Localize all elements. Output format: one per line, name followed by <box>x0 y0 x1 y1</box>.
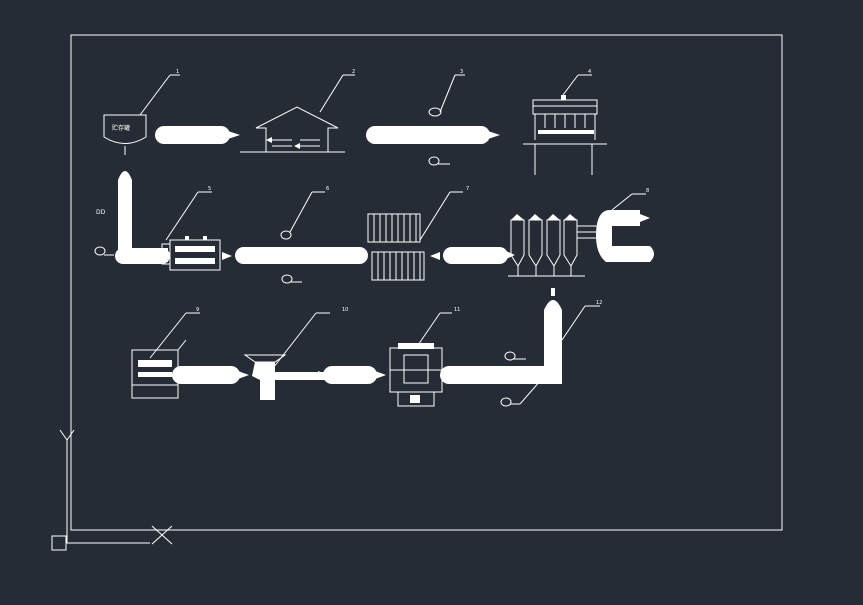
filter-bank <box>367 213 440 281</box>
step-number-9: 9 <box>196 307 199 313</box>
leader-5 <box>165 191 199 241</box>
filling-machine <box>523 95 607 175</box>
step-number-8: 8 <box>646 188 649 194</box>
pump-symbol-4 <box>280 191 325 240</box>
step-number-3: 3 <box>460 69 463 75</box>
pump-symbol-6 <box>504 351 526 361</box>
pipe-segment-6 <box>323 366 386 384</box>
tank-label: 贮存罐 <box>112 124 130 132</box>
pump-symbol-3 <box>94 246 114 256</box>
step-number-12: 12 <box>596 300 602 306</box>
pump-symbol-5 <box>281 274 302 284</box>
leader-2 <box>319 74 344 113</box>
step-number-1: 1 <box>176 69 179 75</box>
leader-7 <box>419 191 451 241</box>
step-number-6: 6 <box>326 186 329 192</box>
pipe-segment-3 <box>235 247 368 264</box>
pipe-riser <box>440 288 562 384</box>
step-number-10: 10 <box>342 307 348 313</box>
pipe-segment-5 <box>172 366 249 384</box>
step-number-11: 11 <box>454 307 460 313</box>
step-number-7: 7 <box>466 186 469 192</box>
dryer-unit <box>161 236 232 271</box>
press-machine <box>389 343 443 407</box>
drawing-frame <box>70 34 783 531</box>
leader-12 <box>561 305 586 341</box>
pipe-segment-2 <box>366 126 500 144</box>
pump-symbol-2 <box>428 156 450 166</box>
warehouse-icon <box>240 106 345 153</box>
step-number-2: 2 <box>352 69 355 75</box>
dd-label: DD <box>96 209 106 216</box>
leader-4 <box>562 74 579 96</box>
ucs-icon <box>51 429 173 551</box>
pipe-segment-1 <box>155 126 240 144</box>
pump-symbol-1 <box>428 74 465 117</box>
pipe-down-1 <box>115 171 170 264</box>
pipe-segment-4 <box>443 247 515 264</box>
leader-9 <box>149 312 187 359</box>
pump-symbol-7 <box>500 371 549 407</box>
leader-8 <box>611 193 633 211</box>
storage-tank: 贮存罐 <box>103 114 147 155</box>
conveyor-unit <box>243 354 330 400</box>
leader-11 <box>415 312 441 349</box>
step-number-4: 4 <box>588 69 591 75</box>
silo-group <box>508 214 585 277</box>
return-pipe <box>577 210 654 262</box>
leader-1 <box>139 74 171 116</box>
step-number-5: 5 <box>208 186 211 192</box>
leader-10 <box>269 312 317 373</box>
